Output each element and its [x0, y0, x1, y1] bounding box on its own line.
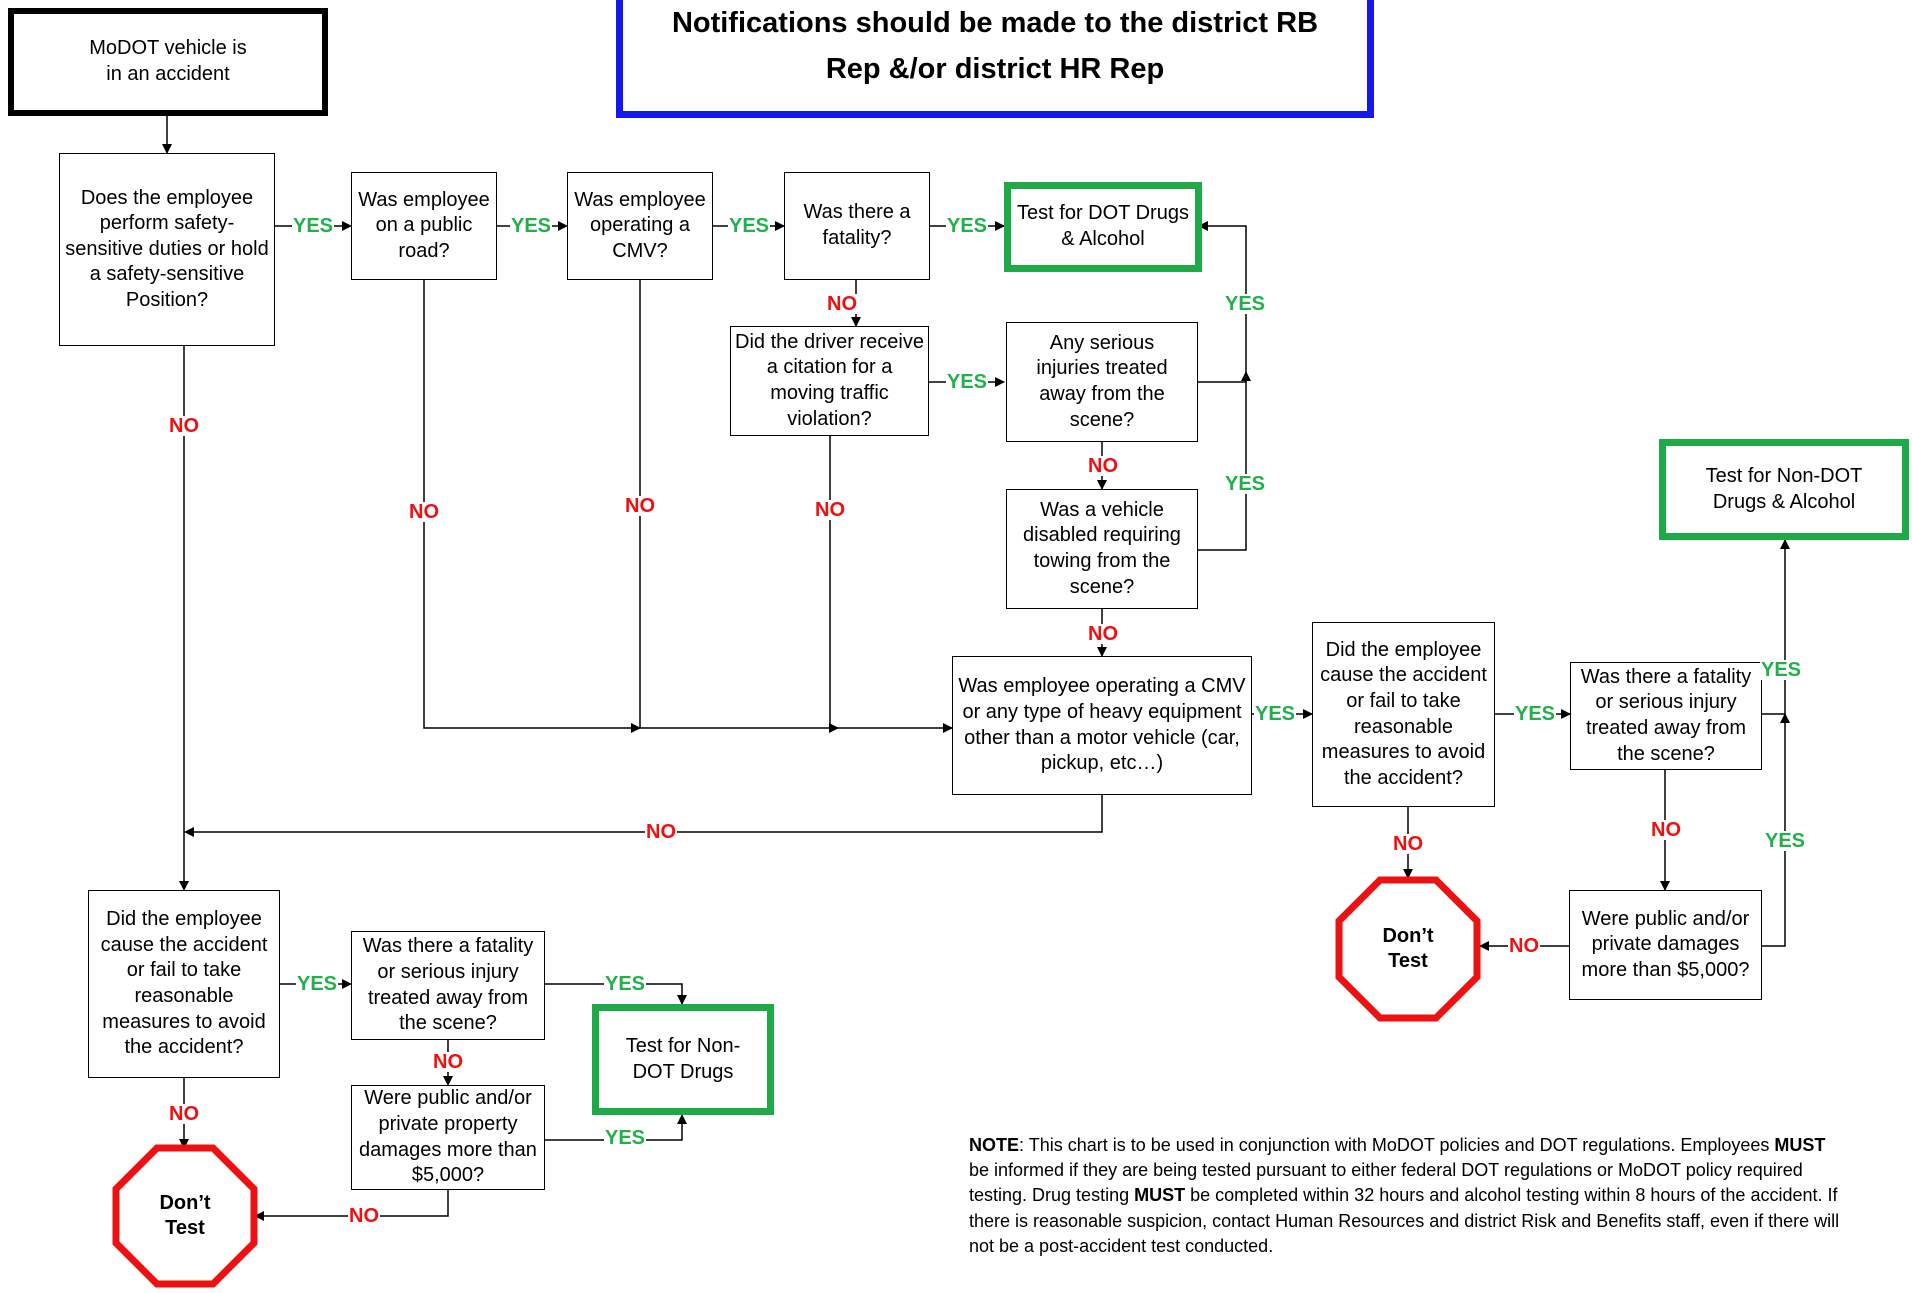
connector [184, 795, 1103, 837]
no-label: NO [168, 415, 200, 437]
no-label: NO [1508, 935, 1540, 957]
fatality-serious-decision-left: Was there a fatality or serious injury t… [351, 931, 545, 1040]
start-node: MoDOT vehicle is in an accident [8, 8, 328, 116]
test-dot-drugs-alcohol: Test for DOT Drugs & Alcohol [1004, 182, 1202, 272]
damages-decision-left: Were public and/or private property dama… [351, 1085, 545, 1190]
note-text: : This chart is to be used in conjunctio… [1019, 1135, 1775, 1155]
connector [639, 280, 839, 733]
policy-note: NOTE: This chart is to be used in conjun… [969, 1133, 1849, 1259]
note-text: be completed within 32 hours and alcohol… [969, 1185, 1840, 1256]
yes-label: YES [1514, 703, 1557, 725]
note-emphasis: MUST [1134, 1185, 1186, 1206]
fatality-serious-decision-right: Was there a fatality or serious injury t… [1570, 662, 1762, 770]
connector [545, 1114, 687, 1141]
no-label: NO [1087, 455, 1119, 477]
yes-label: YES [1764, 830, 1807, 852]
heavy-equipment-decision: Was employee operating a CMV or any type… [952, 656, 1252, 795]
yes-label: YES [1254, 703, 1297, 725]
test-non-dot-drugs-alcohol: Test for Non-DOT Drugs & Alcohol [1659, 439, 1909, 540]
connector [423, 280, 641, 733]
note-text: be informed if they are being tested pur… [969, 1160, 1803, 1206]
connector [545, 983, 687, 1005]
no-label: NO [432, 1051, 464, 1073]
stop-octagon-icon [1335, 876, 1481, 1022]
no-label: NO [814, 499, 846, 521]
fatality-decision: Was there a fatality? [784, 172, 930, 280]
note-emphasis: MUST [1774, 1135, 1826, 1155]
serious-injuries-decision: Any serious injuries treated away from t… [1006, 322, 1198, 442]
no-label: NO [624, 495, 656, 517]
note-lead: NOTE [969, 1135, 1020, 1155]
yes-label: YES [296, 973, 339, 995]
public-road-decision: Was employee on a public road? [351, 172, 497, 280]
connector [829, 436, 953, 733]
vehicle-disabled-decision: Was a vehicle disabled requiring towing … [1006, 489, 1198, 609]
title-text: Notifications should be made to the dist… [671, 7, 1319, 86]
no-label: NO [645, 821, 677, 843]
no-label: NO [168, 1103, 200, 1125]
cause-accident-decision-right: Did the employee cause the accident or f… [1312, 622, 1495, 807]
yes-label: YES [946, 215, 989, 237]
yes-label: YES [292, 215, 335, 237]
yes-label: YES [728, 215, 771, 237]
operating-cmv-decision: Was employee operating a CMV? [567, 172, 713, 280]
no-label: NO [826, 293, 858, 315]
dont-test-label: Don’t Test [1382, 925, 1434, 972]
yes-label: YES [604, 973, 647, 995]
no-label: NO [348, 1205, 380, 1227]
stop-octagon-icon [112, 1144, 258, 1288]
test-non-dot-drugs: Test for Non-DOT Drugs [592, 1004, 774, 1115]
dont-test-stop-right: Don’t Test [1335, 876, 1481, 1022]
citation-decision: Did the driver receive a citation for a … [730, 326, 929, 436]
yes-label: YES [946, 371, 989, 393]
connector [254, 1190, 449, 1221]
dont-test-stop-left: Don’t Test [112, 1144, 258, 1288]
yes-label: YES [510, 215, 553, 237]
dont-test-label: Don’t Test [159, 1192, 211, 1239]
no-label: NO [1650, 819, 1682, 841]
notification-title: Notifications should be made to the dist… [616, 0, 1374, 118]
no-label: NO [1087, 623, 1119, 645]
no-label: NO [408, 501, 440, 523]
yes-label: YES [1224, 293, 1267, 315]
yes-label: YES [604, 1127, 647, 1149]
cause-accident-decision-left: Did the employee cause the accident or f… [88, 890, 280, 1078]
no-label: NO [1392, 833, 1424, 855]
safety-sensitive-decision: Does the employee perform safety-sensiti… [59, 153, 275, 346]
yes-label: YES [1760, 659, 1803, 681]
yes-label: YES [1224, 473, 1267, 495]
damages-decision-right: Were public and/or private damages more … [1569, 890, 1762, 1000]
connector [1197, 371, 1251, 551]
